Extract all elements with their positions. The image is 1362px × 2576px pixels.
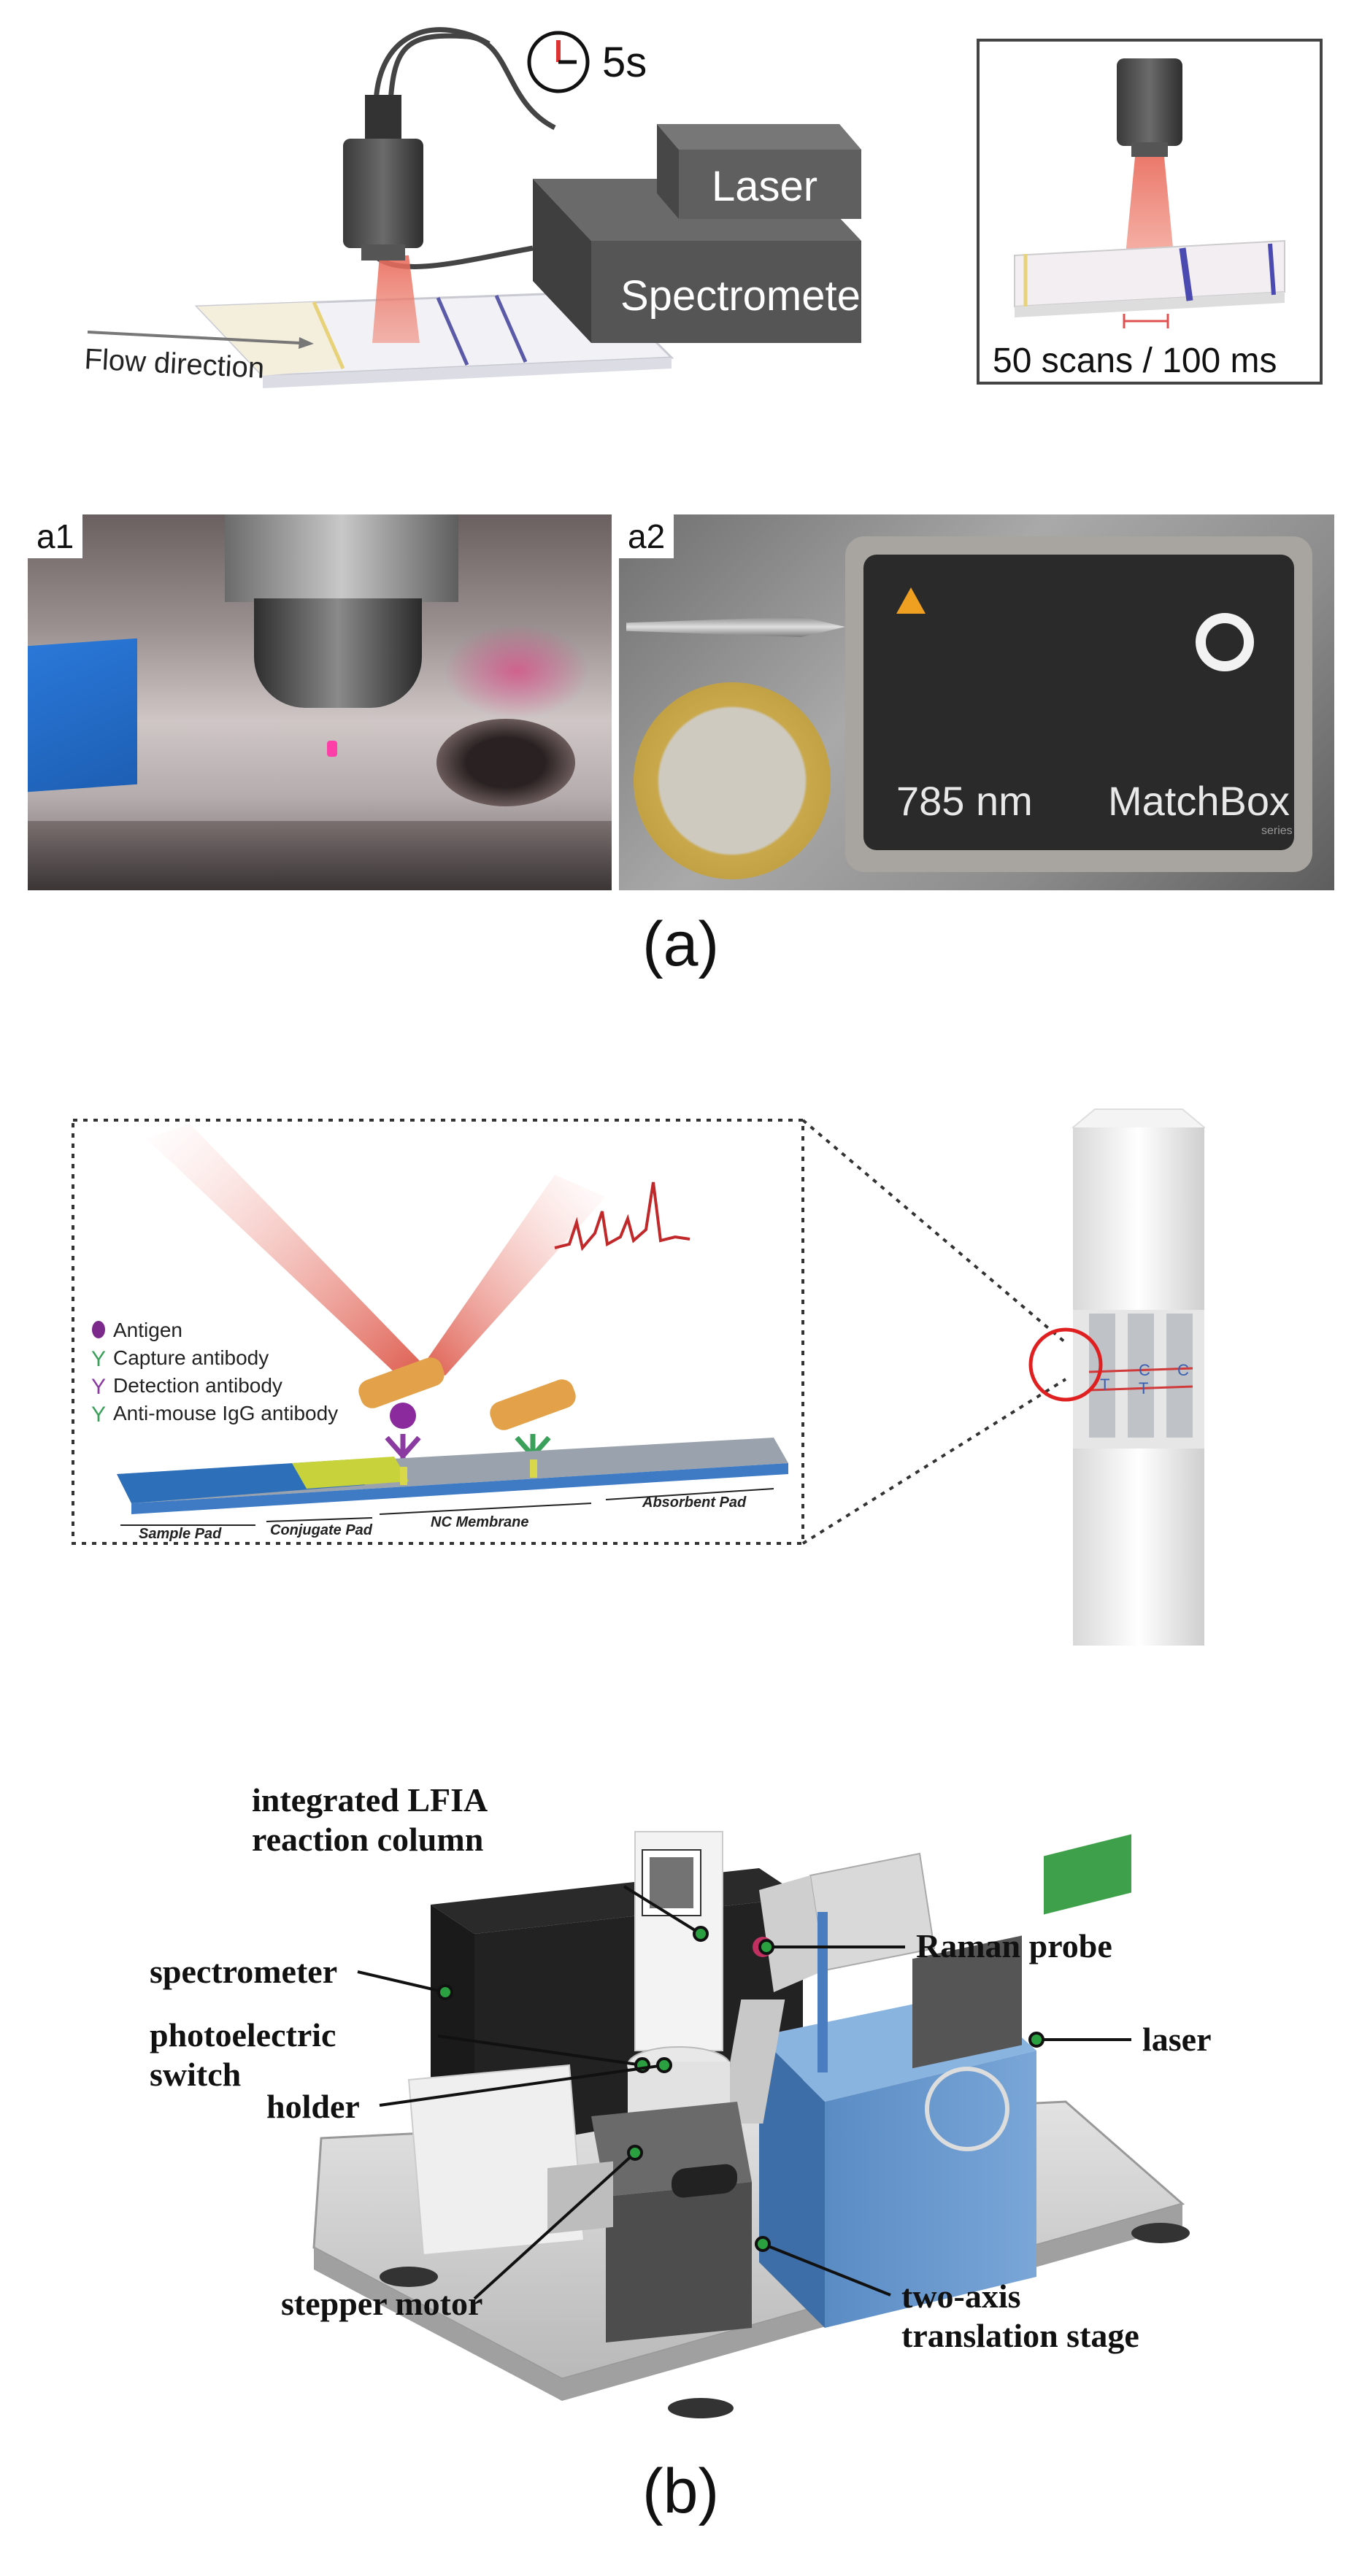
strip-label-conjugate-pad: Conjugate Pad	[266, 1517, 373, 1538]
warning-icon	[896, 587, 926, 614]
callout-translation-stage: two-axis translation stage	[901, 2277, 1139, 2356]
callout-raman-probe: Raman probe	[916, 1927, 1112, 1964]
lfia-strip	[117, 1438, 788, 1514]
coin	[634, 682, 831, 879]
legend-anti-mouse-igg: Y Anti-mouse IgG antibody	[91, 1402, 338, 1427]
svg-text:Y: Y	[91, 1347, 106, 1371]
device-circuit-board	[1044, 1834, 1131, 1915]
zoom-frame	[72, 1119, 804, 1545]
svg-text:Detection antibody: Detection antibody	[113, 1374, 282, 1397]
callout-reaction-column-line1: integrated LFIA	[252, 1781, 488, 1819]
legend-capture-antibody: Y Capture antibody	[91, 1346, 269, 1371]
sample-hole	[436, 719, 575, 806]
legend-antigen: Antigen	[92, 1319, 182, 1341]
raman-probe-top	[343, 95, 423, 261]
timer-icon	[527, 31, 590, 93]
svg-text:C: C	[1139, 1361, 1150, 1379]
brand-label: MatchBox	[1108, 778, 1290, 824]
test-strip	[194, 290, 674, 388]
timer-text: 5s	[602, 39, 647, 86]
callout-photoelectric-line1: photoelectric	[150, 2016, 336, 2054]
svg-text:Antigen: Antigen	[113, 1319, 182, 1341]
laser-box	[657, 124, 861, 219]
spectrometer-label: Spectrometer	[620, 272, 874, 320]
callout-reaction-column-line2: reaction column	[252, 1821, 484, 1858]
device-stepper-motor	[547, 2102, 752, 2342]
svg-text:Conjugate Pad: Conjugate Pad	[270, 1522, 373, 1538]
nanotag-test-line	[358, 1357, 445, 1474]
reaction-column: T C T C	[1028, 1108, 1206, 1646]
callout-laser: laser	[1142, 2021, 1212, 2058]
zoom-line-top	[801, 1119, 1067, 1344]
svg-text:NC Membrane: NC Membrane	[431, 1514, 528, 1530]
pen-tip	[626, 617, 845, 637]
callout-photoelectric-line2: switch	[150, 2056, 242, 2093]
pink-marker	[444, 624, 590, 719]
svg-text:Anti-mouse IgG antibody: Anti-mouse IgG antibody	[113, 1402, 338, 1424]
strip-label-absorbent-pad: Absorbent Pad	[605, 1488, 774, 1511]
device-raman-probe	[719, 1852, 936, 2124]
strip-label-sample-pad: Sample Pad	[120, 1524, 255, 1542]
photo-a2: 785 nm MatchBox series a2	[619, 514, 1334, 890]
photo-a2-tag: a2	[619, 514, 674, 558]
io-logo	[1196, 613, 1254, 671]
scan-inset	[977, 39, 1323, 385]
callout-stepper-motor: stepper motor	[281, 2285, 483, 2322]
callout-holder: holder	[266, 2088, 360, 2125]
stage-rail	[28, 821, 612, 890]
svg-text:Sample Pad: Sample Pad	[139, 1526, 222, 1542]
zoom-line-bottom	[801, 1378, 1067, 1545]
wavelength-label: 785 nm	[896, 778, 1033, 824]
brand-sub-label: series	[1261, 825, 1293, 837]
callout-stage-line1: two-axis	[901, 2278, 1021, 2315]
scattered-beam	[423, 1175, 606, 1376]
svg-text:Capture antibody: Capture antibody	[113, 1346, 269, 1369]
device-render	[312, 1831, 1190, 2418]
laser-beam	[372, 255, 420, 343]
blue-tape	[28, 638, 137, 793]
callout-reaction-column: integrated LFIA reaction column	[252, 1781, 488, 1859]
svg-text:T: T	[1100, 1376, 1109, 1394]
svg-text:Y: Y	[91, 1403, 106, 1427]
svg-text:Absorbent Pad: Absorbent Pad	[642, 1495, 747, 1511]
strip-label-nc-membrane: NC Membrane	[379, 1503, 592, 1530]
photo-a1-tag: a1	[28, 514, 83, 558]
panel-b-lfia-diagram: Antigen Y Capture antibody Y Detection a…	[72, 1108, 1206, 1646]
panel-a-caption: (a)	[642, 909, 720, 979]
flow-arrow	[87, 331, 314, 349]
callout-stage-line2: translation stage	[901, 2317, 1139, 2354]
photo-a1: a1	[28, 514, 612, 890]
svg-text:Y: Y	[91, 1375, 106, 1399]
raman-spectrum	[554, 1181, 690, 1252]
device-laser	[759, 1935, 1036, 2328]
laser-label: Laser	[712, 163, 817, 210]
callout-photoelectric-switch: photoelectric switch	[150, 2016, 336, 2094]
panel-a-schematic: Laser Spectrometer 5s Flow direction 50 …	[84, 27, 1323, 388]
callout-spectrometer: spectrometer	[150, 1953, 338, 1990]
laser-module-face	[863, 555, 1294, 850]
device-left-block	[407, 2064, 585, 2256]
callout-leaders	[357, 1885, 1131, 2300]
incident-beam	[146, 1124, 423, 1376]
objective-barrel	[254, 598, 422, 708]
inset-caption: 50 scans / 100 ms	[993, 342, 1277, 380]
objective-lens	[225, 514, 458, 602]
legend-detection-antibody: Y Detection antibody	[91, 1374, 282, 1399]
laser-spot	[327, 741, 337, 757]
svg-text:C: C	[1177, 1361, 1189, 1379]
panel-b-caption: (b)	[642, 2456, 720, 2526]
svg-text:T: T	[1139, 1379, 1148, 1397]
